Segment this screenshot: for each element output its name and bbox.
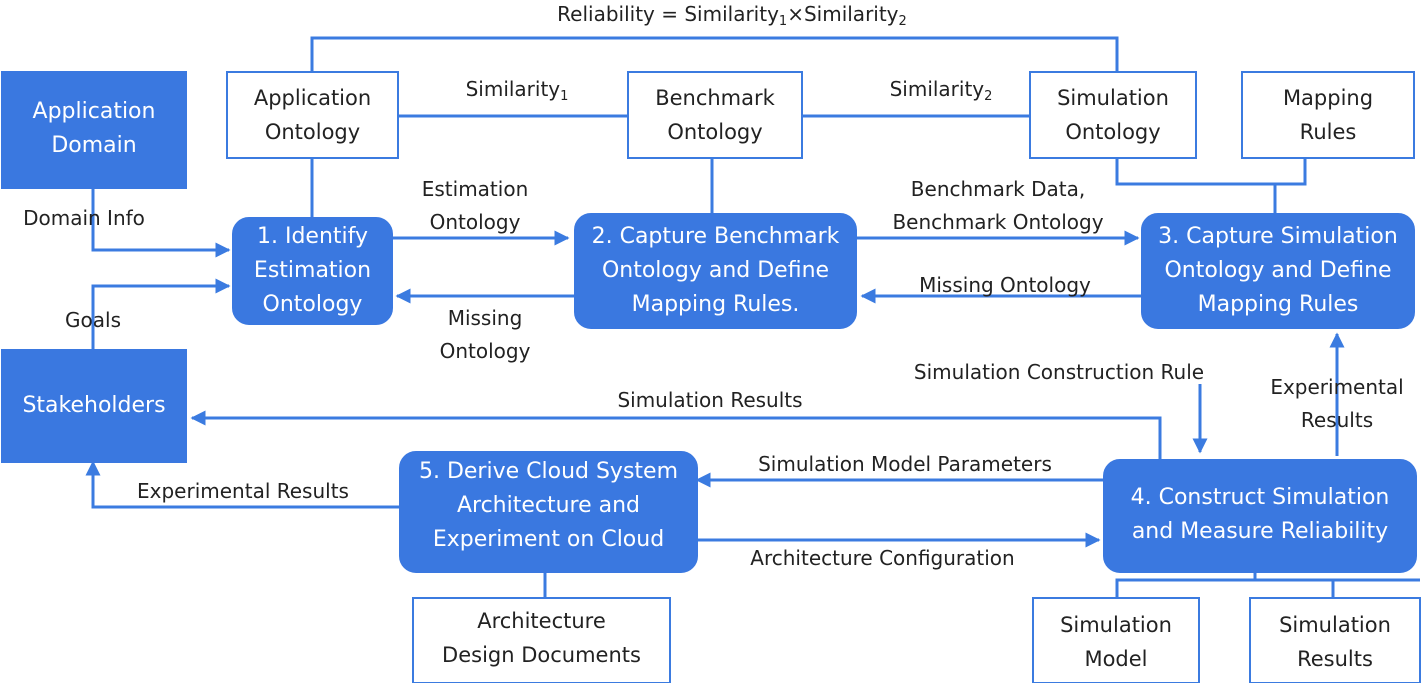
step5-box (399, 451, 698, 573)
step1-box (232, 217, 393, 325)
simulation-model-parameters-label: Simulation Model Parameters (758, 452, 1052, 476)
arrows (85, 188, 1345, 548)
reliability-formula: Reliability = Similarity1×Similarity2 (557, 2, 907, 29)
experimental-results-left-label: Experimental Results (137, 479, 349, 503)
step4-results-bracket (1115, 578, 1420, 598)
application-ontology-box (226, 71, 399, 159)
domain-info-label: Domain Info (23, 206, 145, 230)
benchmark-ontology-box (627, 71, 803, 159)
similarity2-label: Similarity2 (889, 77, 993, 104)
simulation-construction-rule-label: Simulation Construction Rule (913, 360, 1205, 384)
goals-arrow (91, 278, 231, 350)
simulation-results-arrow (190, 410, 1162, 460)
connectors (310, 36, 1420, 598)
stakeholders-label: Stakeholders (22, 393, 166, 418)
step2-box (574, 213, 857, 329)
missing-ontology-right-label: Missing Ontology (919, 273, 1091, 297)
similarity1-label: Similarity1 (465, 77, 569, 104)
architecture-configuration-label: Architecture Configuration (750, 546, 1015, 570)
reliability-bracket (310, 36, 1119, 72)
stakeholders-box (1, 349, 187, 463)
mapping-rules-box (1241, 71, 1415, 159)
simulation-model-box (1032, 597, 1200, 683)
application-domain-box (1, 71, 187, 189)
step3-box (1141, 213, 1415, 329)
experimental-results-left-arrow (85, 460, 400, 509)
domain-info-arrow (91, 188, 231, 258)
simulation-mapping-bracket (1115, 158, 1307, 186)
simulation-ontology-box (1029, 71, 1197, 159)
step4-box (1103, 459, 1417, 573)
simulation-results-box (1249, 597, 1421, 683)
benchmark-data-label: Benchmark Data,Benchmark Ontology (892, 177, 1104, 234)
architecture-docs-box (412, 597, 671, 683)
goals-label: Goals (65, 308, 121, 332)
simulation-results-label: Simulation Results (617, 388, 803, 412)
